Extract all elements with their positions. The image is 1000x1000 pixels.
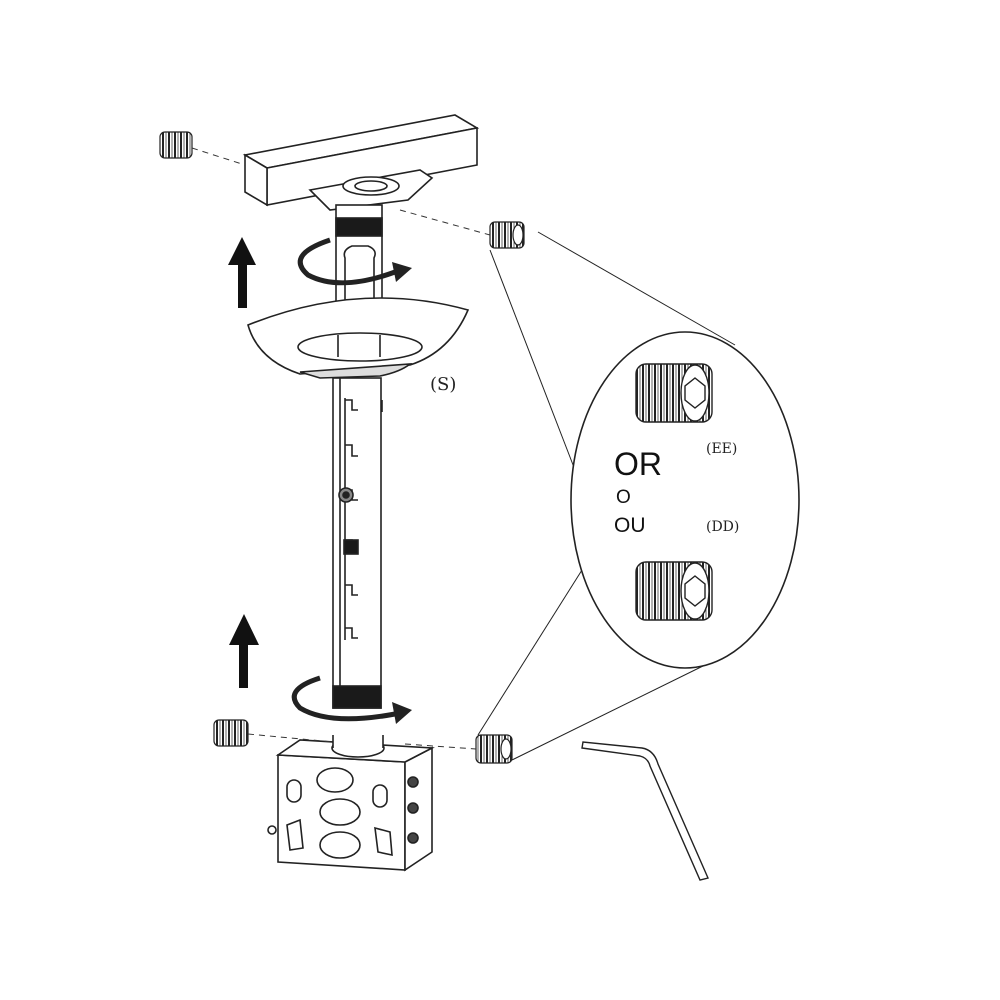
callout-lines [477, 231, 736, 761]
set-screw-ee [635, 363, 713, 423]
zoom-callout [570, 331, 800, 669]
ceiling-beam [242, 114, 480, 211]
set-screw [159, 131, 193, 159]
hex-key-icon [581, 741, 709, 881]
arrow-up-icon [229, 614, 259, 688]
rotate-arrow-icon [297, 237, 412, 286]
shroud-cover [247, 297, 470, 379]
set-screw [213, 719, 249, 747]
screw-dd-label: (DD) [706, 519, 739, 535]
set-screw-dd [635, 561, 713, 621]
shroud-label: (S) [430, 374, 456, 395]
dashed-leaders [191, 147, 491, 750]
set-screw [489, 221, 525, 249]
or-label-es: O [616, 487, 631, 508]
lower-pole [332, 377, 383, 709]
set-screw [475, 734, 513, 764]
or-label: OR [614, 446, 662, 482]
screw-ee-label: (EE) [706, 441, 737, 457]
rotate-arrow-icon [291, 675, 412, 724]
projector-bracket [267, 735, 435, 872]
arrow-up-icon [228, 237, 256, 308]
or-label-fr: OU [614, 514, 646, 537]
